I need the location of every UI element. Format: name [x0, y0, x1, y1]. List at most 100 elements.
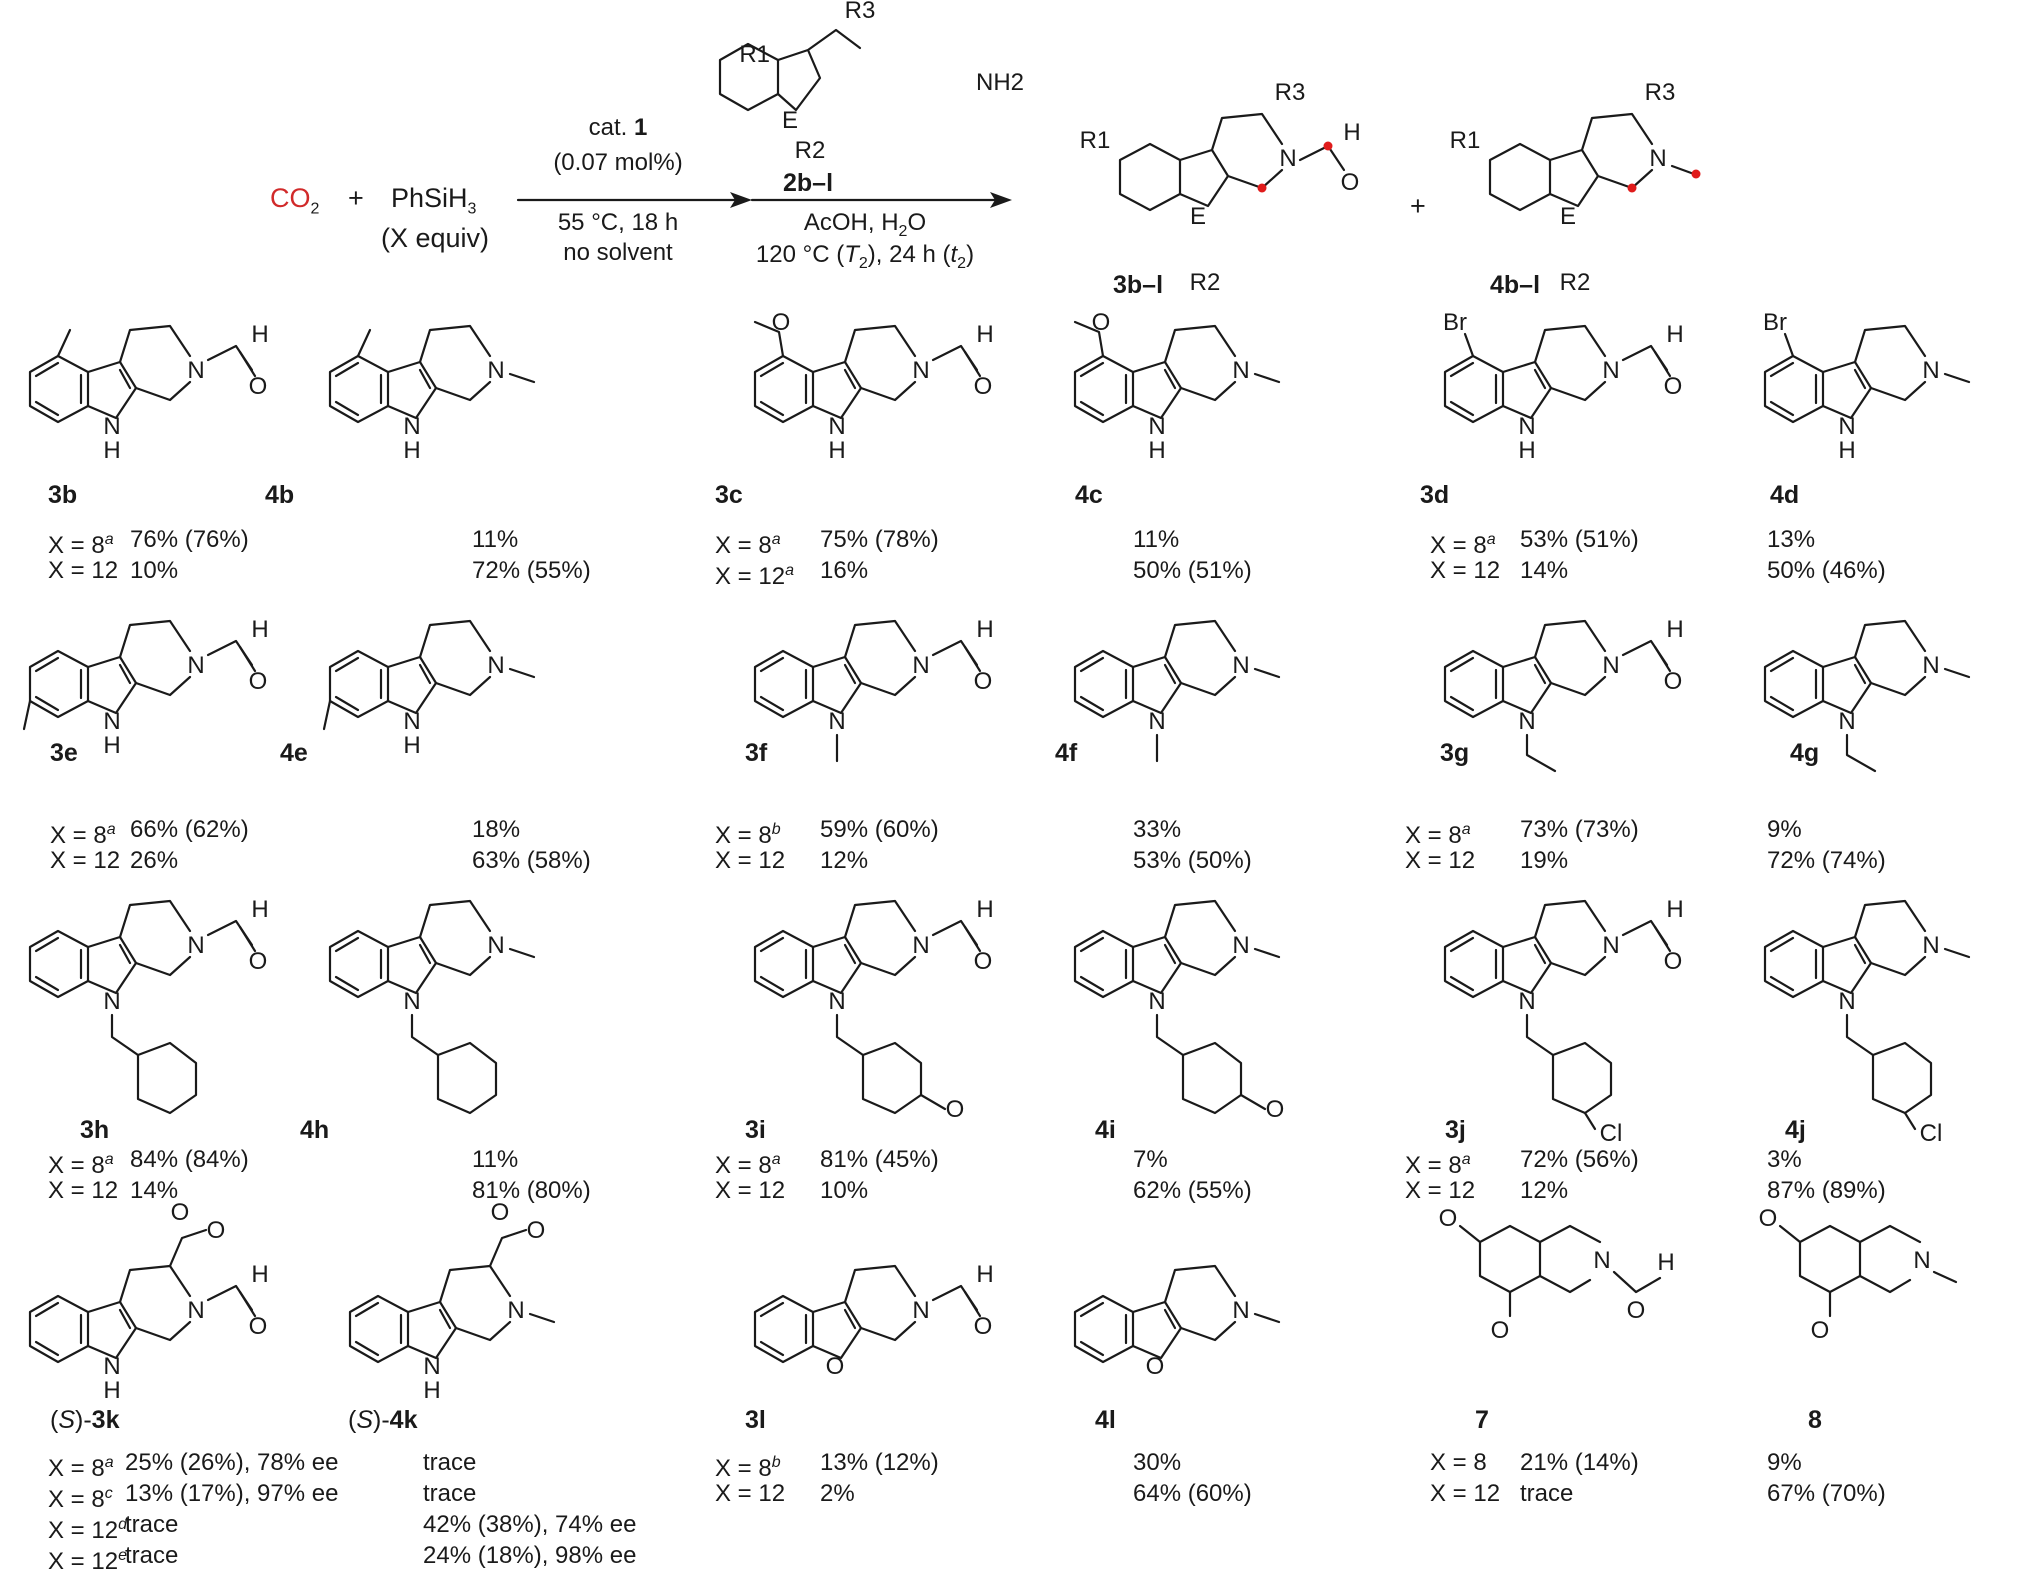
compound-label-4c: 4c	[1075, 481, 1103, 509]
yield-3d-0: 53% (51%)	[1520, 526, 1639, 553]
svg-text:O: O	[1092, 309, 1111, 336]
yield-3i-0: 81% (45%)	[820, 1146, 939, 1173]
compound-label-4j: 4j	[1785, 1116, 1806, 1144]
svg-text:H: H	[1343, 119, 1360, 146]
yield-7-1: trace	[1520, 1480, 1574, 1507]
svg-text:N: N	[403, 708, 420, 735]
svg-text:R2: R2	[1560, 269, 1591, 296]
yield-3f-1: 12%	[820, 847, 869, 874]
svg-text:R3: R3	[1275, 79, 1306, 106]
svg-text:O: O	[171, 1199, 190, 1226]
svg-text:O: O	[249, 373, 268, 400]
structure-4-4: NN	[1073, 619, 1281, 763]
structure-4l: ON	[1073, 1264, 1281, 1380]
svg-text:H: H	[976, 896, 993, 923]
svg-text:O: O	[207, 1217, 226, 1244]
structure-8: OON	[1759, 1205, 1958, 1344]
svg-text:Cl: Cl	[1600, 1120, 1623, 1147]
svg-text:N: N	[487, 357, 504, 384]
svg-text:O: O	[1491, 1317, 1510, 1344]
svg-text:N: N	[1602, 652, 1619, 679]
yield-3l-1: 2%	[820, 1480, 855, 1507]
step1-loading: (0.07 mol%)	[553, 149, 683, 176]
step1-catalyst: cat. 1	[588, 114, 648, 141]
svg-text:N: N	[187, 932, 204, 959]
svg-text:H: H	[1518, 437, 1535, 464]
yield-4l-1: 64% (60%)	[1133, 1480, 1252, 1507]
compound-label-4i: 4i	[1095, 1116, 1116, 1144]
svg-text:H: H	[976, 1261, 993, 1288]
svg-text:H: H	[1148, 437, 1165, 464]
yield-4f-0: 33%	[1133, 816, 1182, 843]
svg-text:N: N	[1518, 413, 1535, 440]
yield-4l-0: 30%	[1133, 1449, 1182, 1476]
svg-text:N: N	[1593, 1247, 1610, 1274]
svg-text:N: N	[1649, 145, 1666, 172]
svg-text:N: N	[103, 1353, 120, 1380]
svg-text:N: N	[1602, 357, 1619, 384]
yield-4k-1: trace	[423, 1480, 477, 1507]
svg-text:N: N	[507, 1297, 524, 1324]
yield-3e-0: 66% (62%)	[130, 816, 249, 843]
svg-text:H: H	[1666, 321, 1683, 348]
compound-label-4f: 4f	[1055, 739, 1078, 767]
yield-3j-0: 72% (56%)	[1520, 1146, 1639, 1173]
yield-4k-0: trace	[423, 1449, 477, 1476]
equiv-3b-0: X = 8a	[48, 531, 114, 559]
svg-text:N: N	[403, 988, 420, 1015]
equiv-3i-0: X = 8a	[715, 1151, 781, 1179]
svg-text:E: E	[782, 107, 798, 134]
svg-text:O: O	[1664, 948, 1683, 975]
svg-text:N: N	[487, 932, 504, 959]
yield-4f-1: 53% (50%)	[1133, 847, 1252, 874]
equiv-3e-1: X = 12	[50, 847, 121, 874]
yield-4d-0: 13%	[1767, 526, 1816, 553]
equiv-3d-1: X = 12	[1430, 557, 1501, 584]
svg-text:H: H	[251, 321, 268, 348]
yield-3k-1: 13% (17%), 97% ee	[125, 1480, 339, 1507]
svg-text:H: H	[403, 732, 420, 759]
svg-text:N: N	[187, 357, 204, 384]
yield-3b-1: 10%	[130, 557, 179, 584]
yield-4i-0: 7%	[1133, 1146, 1168, 1173]
svg-text:Br: Br	[1443, 309, 1467, 336]
svg-text:N: N	[103, 413, 120, 440]
svg-text:O: O	[249, 948, 268, 975]
yield-3k-0: 25% (26%), 78% ee	[125, 1449, 339, 1476]
yield-3b-0: 76% (76%)	[130, 526, 249, 553]
structure-4-3: NHN	[322, 619, 536, 759]
equiv-7-0: X = 8	[1430, 1449, 1487, 1476]
svg-text:O: O	[1266, 1096, 1285, 1123]
reagent-2-label: 2b–l	[783, 169, 834, 197]
svg-text:N: N	[1148, 708, 1165, 735]
svg-text:N: N	[1838, 708, 1855, 735]
svg-text:N: N	[828, 708, 845, 735]
yield-7-0: 21% (14%)	[1520, 1449, 1639, 1476]
svg-text:O: O	[1341, 169, 1360, 196]
svg-text:O: O	[1146, 1353, 1165, 1380]
svg-text:E: E	[1560, 203, 1576, 230]
yield-4h-1: 81% (80%)	[472, 1177, 591, 1204]
svg-text:Br: Br	[1763, 309, 1787, 336]
silane-reagent: PhSiH3	[391, 183, 477, 218]
compound-label-3l: 3l	[745, 1406, 766, 1434]
svg-text:H: H	[103, 437, 120, 464]
svg-text:N: N	[912, 652, 929, 679]
compound-label-3j: 3j	[1445, 1116, 1466, 1144]
equiv-3b-1: X = 12	[48, 557, 119, 584]
svg-text:R3: R3	[1645, 79, 1676, 106]
yield-8-1: 67% (70%)	[1767, 1480, 1886, 1507]
equiv-3i-1: X = 12	[715, 1177, 786, 1204]
plus-sign-2: +	[1410, 191, 1426, 221]
reaction-arrow-2	[750, 192, 1012, 208]
svg-text:O: O	[946, 1096, 965, 1123]
compound-label-4b: 4b	[265, 481, 295, 509]
